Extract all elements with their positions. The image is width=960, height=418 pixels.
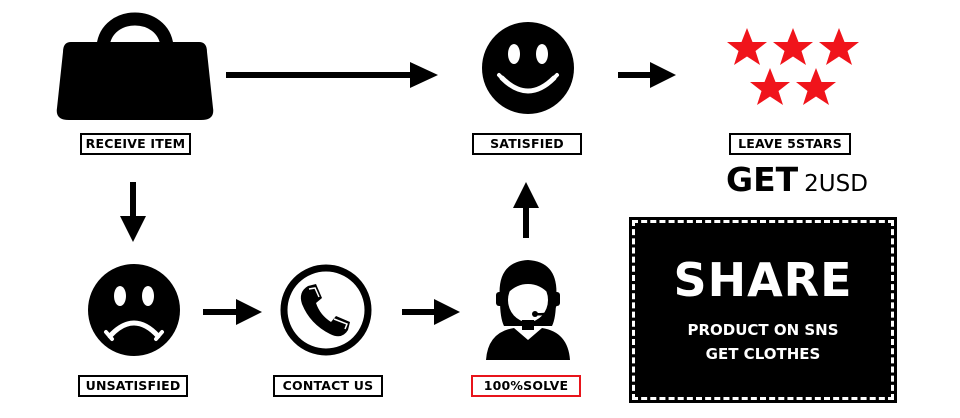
arrowhead-right: [236, 299, 262, 325]
share-panel: SHARE PRODUCT ON SNS GET CLOTHES: [629, 217, 897, 403]
reward-amount: 2USD: [804, 171, 868, 197]
contact-us-label: CONTACT US: [273, 375, 383, 397]
sad-face-icon: [88, 264, 180, 356]
share-title: SHARE: [673, 253, 853, 307]
receive-item-label: RECEIVE ITEM: [80, 133, 191, 155]
smiley-face-icon: [482, 22, 574, 114]
satisfied-label: SATISFIED: [472, 133, 582, 155]
star-icon: [773, 28, 813, 65]
arrowhead-right: [410, 62, 438, 88]
star-icon: [819, 28, 859, 65]
star-icon: [750, 68, 790, 105]
telephone-icon: [280, 264, 372, 356]
leave-stars-label: LEAVE 5STARS: [729, 133, 851, 155]
star-icon: [727, 28, 767, 65]
reward-get-text: GET: [726, 160, 799, 199]
solve-label: 100%SOLVE: [471, 375, 581, 397]
unsatisfied-label: UNSATISFIED: [78, 375, 188, 397]
star-icon: [796, 68, 836, 105]
arrowhead-down: [120, 216, 146, 242]
share-line-2: GET CLOTHES: [705, 345, 821, 363]
support-agent-icon: [486, 260, 570, 360]
arrowhead-up: [513, 182, 539, 208]
five-stars-icon: [727, 28, 859, 105]
arrowhead-right: [650, 62, 676, 88]
arrowhead-right: [434, 299, 460, 325]
handbag-icon: [56, 12, 214, 120]
share-line-1: PRODUCT ON SNS: [687, 321, 839, 339]
